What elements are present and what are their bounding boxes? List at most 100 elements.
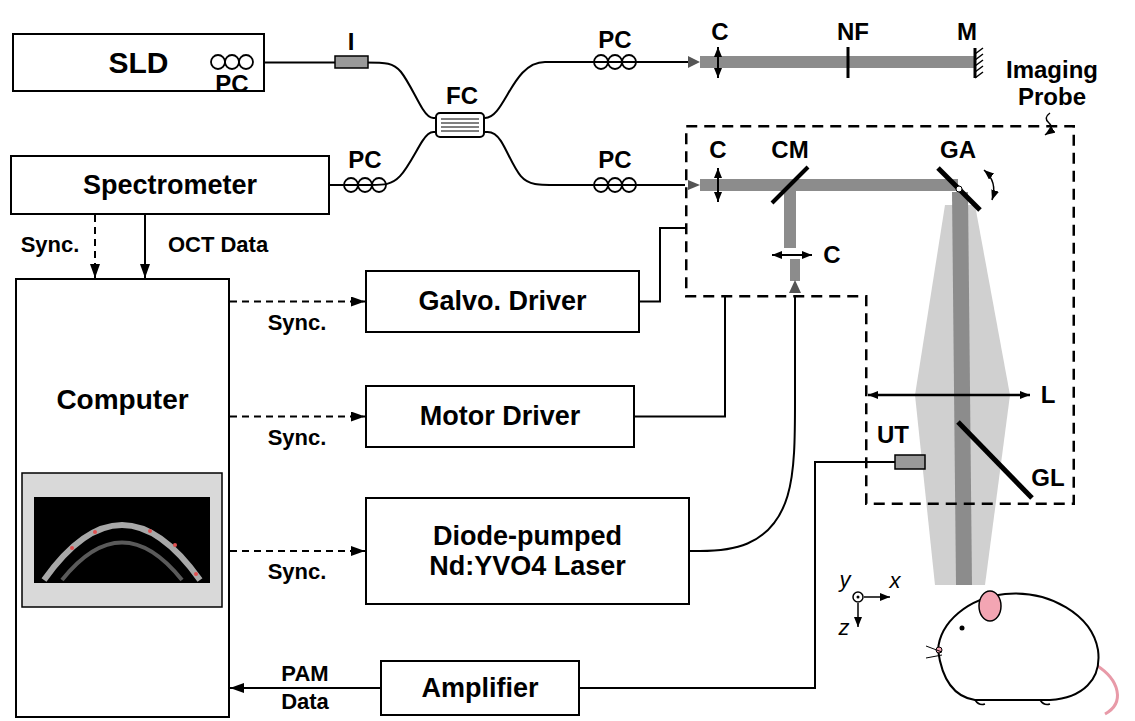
imaging-probe-region: Imaging Probe [685,125,1075,505]
probe-optics [700,179,958,191]
reference-arm [975,48,983,78]
reference-arm [700,56,975,68]
probe-optics [865,461,895,463]
probe-optics [1045,113,1051,135]
spectrometer-box: Spectrometer [10,155,330,215]
polarization-controller [358,178,372,192]
signal-connector [144,215,146,278]
axes-symbol [864,596,890,598]
mouse-illustration [938,594,1099,700]
oct-image-display [148,529,152,533]
node-label: Diode-pumped Nd:YVO4 Laser [385,521,670,581]
coupler-stripes [441,127,479,128]
amplifier-box: Amplifier [380,660,580,716]
polarization-controller [372,178,386,192]
coupler-stripes [441,119,479,120]
oct-image-display [173,543,177,547]
signal-connector [265,63,435,119]
part-label: GL [1031,465,1064,491]
part-label: UT [877,422,909,448]
probe-optics [984,170,994,200]
mouse-illustration [979,591,1001,621]
mouse-illustration [926,646,942,658]
mouse-illustration [960,626,965,631]
probe-optics [784,185,796,248]
oct-image-display [62,543,182,581]
signal-label: OCT Data [168,233,268,257]
probe-optics [938,168,980,210]
probe-optics [688,180,700,190]
part-label: M [957,19,977,45]
polarization-controller [622,178,636,192]
part-label: C [711,19,728,45]
signal-label: Sync. [268,560,327,584]
mouse-illustration [926,591,1117,714]
computer-box: Computer [15,278,230,718]
driver-box: Motor Driver [365,385,635,448]
probe-optics [772,254,812,256]
signal-label: PAM Data [273,660,337,716]
probe-optics [717,168,719,202]
signal-connector [690,295,795,551]
reference-arm [485,47,983,118]
part-label: GA [940,137,976,163]
probe-optics [772,167,808,203]
part-label: I [348,29,355,55]
axes-symbol [853,592,863,602]
part-label: L [1041,382,1056,408]
part-label: CM [771,137,808,163]
axis-label: z [839,616,850,640]
polarization-controller [594,55,608,69]
axes-symbol [857,603,859,627]
coupler-stripes [441,123,479,124]
part-label: NF [837,19,869,45]
node-heading: Imaging Probe [993,57,1111,111]
reference-arm [847,47,850,78]
probe-optics [956,186,962,192]
probe-optics [790,259,800,281]
oct-image-display [22,473,222,607]
laser-box: Diode-pumped Nd:YVO4 Laser [365,497,690,605]
polarization-controller [622,55,636,69]
signal-connector [330,132,435,185]
sync-connector [230,416,365,418]
node-label: Galvo. Driver [418,286,586,316]
axis-label: y [840,568,851,592]
probe-optics [688,113,1051,585]
polarization-controller [239,55,253,69]
oct-image-display [34,497,210,583]
probe-optics [895,455,925,469]
coupler-stripes [437,114,483,136]
signal-connector [635,295,725,417]
oct-image-display [70,546,74,550]
reference-arm [688,56,700,68]
polarization-controller [211,55,225,69]
node-label: SLD [109,46,169,80]
node-heading: FC [412,83,512,110]
axes-symbol [853,592,890,627]
signal-label: Sync. [268,426,327,450]
polarization-controller [608,178,622,192]
signal-connector [485,132,685,185]
probe-optics [868,394,1030,397]
part-label: PC [348,147,381,173]
signal-label: Sync. [21,233,80,257]
isolator-symbol [335,56,368,68]
oct-image-display [93,530,97,534]
signal-label: Sync. [268,311,327,335]
part-label: C [709,137,726,163]
part-label: PC [598,27,631,53]
node-label: Computer [56,384,188,415]
sync-connector [230,550,365,552]
oct-image-display [44,525,200,580]
part-label: PC [215,71,248,97]
part-label: PC [598,147,631,173]
probe-outline [686,126,1074,504]
polarization-controller [594,178,608,192]
probe-optics [952,192,972,585]
fiber-coupler: FC [435,112,485,138]
node-label: Motor Driver [420,401,581,431]
